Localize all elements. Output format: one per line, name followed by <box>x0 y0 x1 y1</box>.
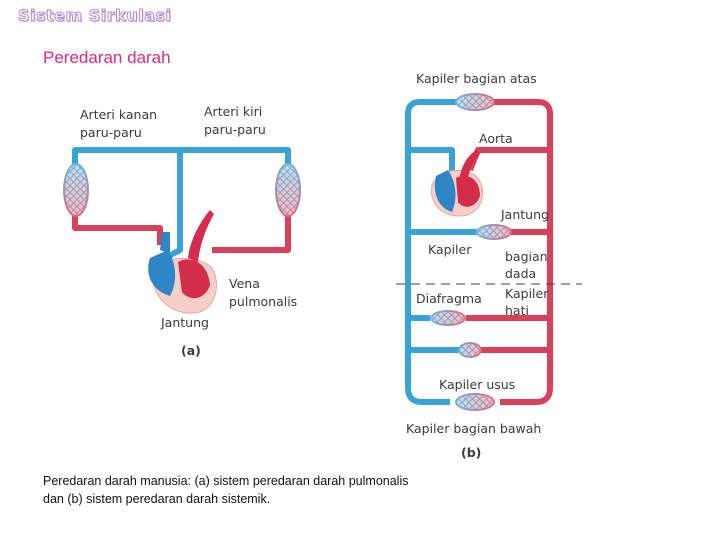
systemic-diagram: Kapiler bagian atas Aorta Jantung Kapile… <box>396 71 582 460</box>
systemic-arteries <box>466 99 553 405</box>
label-arteri-kiri-paru: paru-paru <box>204 122 266 137</box>
label-vena: Vena <box>229 276 260 291</box>
pulmonary-diagram: Arteri kanan paru-paru Arteri kiri paru-… <box>63 104 301 358</box>
label-vena-pulmonalis: pulmonalis <box>229 294 297 309</box>
capillary-liver <box>430 310 466 326</box>
page-title: Peredaran darah <box>43 48 171 67</box>
label-arteri-kanan: Arteri kanan <box>80 107 157 122</box>
heart-b <box>430 150 484 217</box>
pulmonary-arteries <box>72 147 291 261</box>
label-arteri-kanan-paru: paru-paru <box>80 125 142 140</box>
capillary-chest <box>476 224 512 240</box>
label-bagian: bagian <box>505 249 548 264</box>
label-aorta: Aorta <box>479 131 513 146</box>
logo: Sistem Sirkulasi <box>18 6 172 26</box>
label-kapiler-bawah: Kapiler bagian bawah <box>406 421 541 436</box>
heart-a <box>148 210 217 314</box>
label-jantung-b: Jantung <box>500 207 549 222</box>
label-arteri-kiri: Arteri kiri <box>204 104 262 119</box>
label-kapiler-hati: Kapiler <box>505 286 549 301</box>
capillary-lower <box>455 393 495 411</box>
label-diafragma: Diafragma <box>416 291 482 306</box>
capillary-upper <box>455 93 495 111</box>
label-hati: hati <box>505 303 529 318</box>
label-kapiler-atas: Kapiler bagian atas <box>416 71 537 86</box>
lung-capillary-right <box>275 163 301 217</box>
tag-a: (a) <box>181 343 201 358</box>
label-dada: dada <box>505 266 536 281</box>
label-kapiler-usus: Kapiler usus <box>439 377 515 392</box>
label-jantung-a: Jantung <box>160 315 209 330</box>
lung-capillary-left <box>63 163 89 217</box>
capillary-intestine <box>458 342 482 358</box>
figure-caption: Peredaran darah manusia: (a) sistem pere… <box>43 474 409 506</box>
systemic-veins <box>405 99 478 405</box>
tag-b: (b) <box>461 445 481 460</box>
label-kapiler-dada: Kapiler <box>428 242 472 257</box>
